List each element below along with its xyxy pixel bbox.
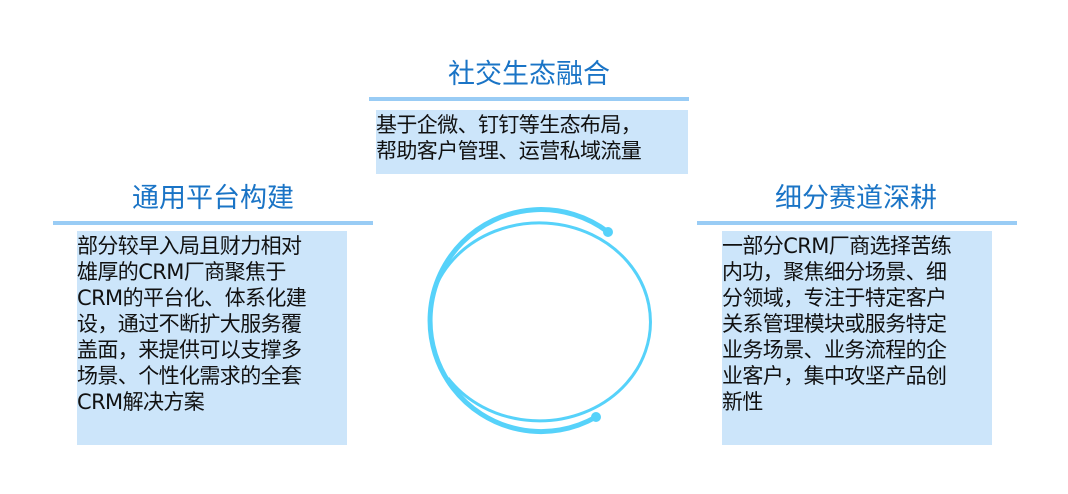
left-description: 部分较早入局且财力相对 雄厚的CRM厂商聚焦于 CRM的平台化、体系化建 设，通… — [77, 231, 347, 445]
right-line-5: 业务场景、业务流程的企 — [722, 338, 947, 362]
right-line-3: 分领域，专注于特定客户 — [722, 286, 947, 310]
right-line-4: 关系管理模块或服务特定 — [722, 312, 947, 336]
top-description: 基于企微、钉钉等生态布局， 帮助客户管理、运营私域流量 — [376, 110, 688, 174]
left-title: 通用平台构建 — [132, 183, 294, 214]
top-line-2: 帮助客户管理、运营私域流量 — [376, 139, 642, 163]
right-divider — [697, 221, 1017, 225]
left-line-7: CRM解决方案 — [77, 390, 205, 414]
right-title: 细分赛道深耕 — [775, 183, 937, 214]
top-divider — [369, 97, 689, 101]
right-line-1: 一部分CRM厂商选择苦练 — [722, 234, 952, 258]
right-line-2: 内功，聚焦细分场景、细 — [722, 260, 947, 284]
left-line-1: 部分较早入局且财力相对 — [77, 234, 302, 258]
left-divider — [53, 221, 373, 225]
left-line-5: 盖面，来提供可以支撑多 — [77, 338, 302, 362]
left-line-4: 设，通过不断扩大服务覆 — [77, 312, 302, 336]
top-line-1: 基于企微、钉钉等生态布局， — [376, 113, 642, 137]
center-ring-icon — [427, 207, 652, 434]
left-line-3: CRM的平台化、体系化建 — [77, 286, 307, 310]
left-line-2: 雄厚的CRM厂商聚焦于 — [77, 260, 286, 284]
left-line-6: 场景、个性化需求的全套 — [77, 364, 302, 388]
top-title: 社交生态融合 — [448, 59, 610, 90]
right-line-6: 业客户，集中攻坚产品创 — [722, 364, 947, 388]
right-description: 一部分CRM厂商选择苦练 内功，聚焦细分场景、细 分领域，专注于特定客户 关系管… — [722, 231, 992, 445]
right-line-7: 新性 — [722, 390, 763, 414]
